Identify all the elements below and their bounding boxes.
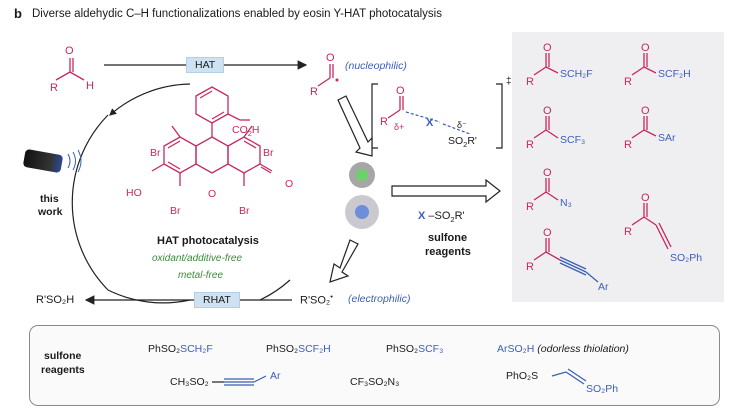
sulfone-line1: sulfone [428,232,468,244]
product-ar: Ar [598,281,609,293]
ts-o-label: O [396,85,405,97]
reagent-box [29,325,720,406]
hat-label: HAT [186,57,225,73]
box-label-line2: reagents [41,364,85,376]
figure-title: Diverse aldehydic C–H functionalizations… [32,8,442,20]
p5-r: R [526,201,534,213]
ts-r-label: R [380,116,388,128]
this-work-line2: work [38,206,63,218]
product-sar: SAr [658,132,676,144]
gear-icon-top [349,162,375,188]
hollow-arrow-down [337,95,373,157]
radical-r-label: R [310,86,318,98]
sulfinic-acid-product: R'SO₂H [36,294,75,306]
p4-r: R [624,139,632,151]
product-n3: N₃ [560,197,572,209]
reagent-4: ArSO₂H (odorless thiolation) [497,343,629,355]
eosin-co2h-label: CO2H [232,124,260,139]
sulfonyl-radical: R'SO₂• [300,292,333,307]
eosin-br-1: Br [150,147,161,159]
rhat-label: RHAT [194,292,240,308]
product-scf3: SCF₃ [560,134,586,146]
p6-o: O [641,192,650,204]
box-label-line1: sulfone [44,350,82,362]
nucleophilic-label: (nucleophilic) [345,60,407,72]
aldehyde-h-label: H [86,80,94,92]
p7-o: O [543,227,552,239]
p3-o: O [543,105,552,117]
reagent-6: CF₃SO₂N₃ [350,376,400,388]
reagent-7-prefix: PhO₂S [506,370,539,382]
eosin-br-2: Br [263,147,274,159]
product-panel [512,32,724,302]
eosin-y-structure [151,86,273,186]
eosin-br-3: Br [170,205,181,217]
oxidant-free-label: oxidant/additive-free [152,253,243,264]
this-work-line1: this [40,193,59,205]
eosin-br-4: Br [239,205,250,217]
panel-letter: b [14,6,22,21]
ts-delta-minus: δ⁻ [457,120,467,130]
p7-r: R [526,261,534,273]
aldehyde-o-label: O [65,45,74,57]
hollow-arrow-right [391,178,501,204]
eosin-o-carbonyl: O [285,178,294,190]
p3-r: R [526,139,534,151]
reagent-3: PhSO₂SCF₃ [386,343,444,355]
x-so2r-label: X –SO2R' [418,210,465,225]
ts-x-label: X [426,117,434,129]
eosin-ho-label: HO [126,187,142,199]
reagent-5-prefix: CH₃SO₂ [170,376,209,388]
p6-r: R [624,226,632,238]
product-structures [533,53,672,261]
hat-photocatalysis-label: HAT photocatalysis [157,235,259,247]
flashlight-icon [23,149,82,173]
product-so2ph: SO₂Ph [670,252,703,264]
product-sch2f: SCH₂F [560,68,593,80]
p1-r: R [526,76,534,88]
eosin-o-ring: O [208,188,217,200]
ts-delta-plus: δ+ [394,122,405,132]
electrophilic-label: (electrophilic) [348,293,411,305]
reagent-2: PhSO₂SCF₂H [266,343,331,355]
sulfone-line2: reagents [425,246,471,258]
radical-o-label: O [326,52,335,64]
p2-r: R [624,76,632,88]
reagent-1: PhSO₂SCH₂F [148,343,213,355]
reagent-5-ar: Ar [270,370,281,382]
ts-so2r-label: SO2R' [448,135,477,150]
aldehyde-structure [55,58,85,81]
p5-o: O [543,167,552,179]
product-scf2h: SCF₂H [658,68,691,80]
gear-icon-bottom [345,195,379,229]
dagger-symbol: ‡ [506,76,512,87]
metal-free-label: metal-free [178,270,224,281]
p4-o: O [641,105,650,117]
acyl-radical [317,64,334,87]
p1-o: O [543,42,552,54]
aldehyde-r-label: R [50,82,58,94]
p2-o: O [641,42,650,54]
reagent-7-suffix: SO₂Ph [586,383,619,395]
